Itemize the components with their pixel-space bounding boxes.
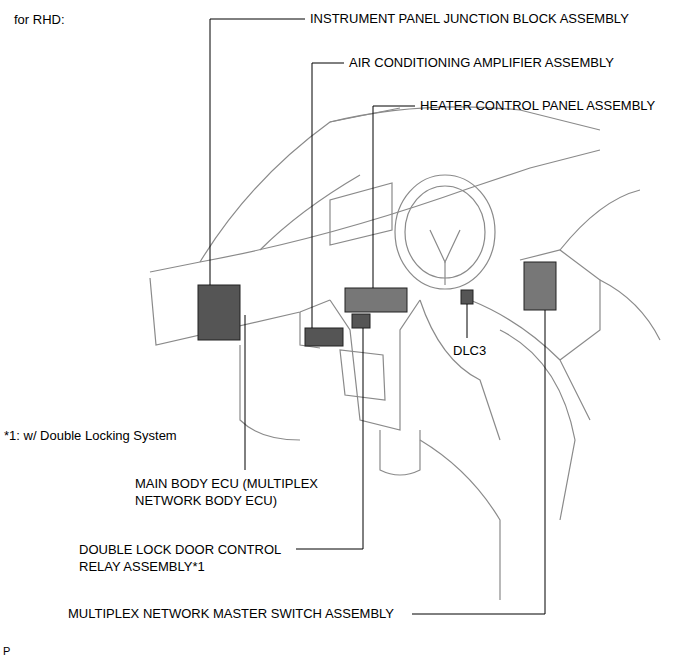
dlc3-connector (461, 290, 473, 304)
dashboard-sketch (150, 107, 660, 600)
part-name: INSTRUMENT PANEL JUNCTION BLOCK ASSEMBLY (310, 10, 629, 27)
component-blocks (198, 262, 556, 346)
leader-line (245, 315, 246, 470)
part-name: MULTIPLEX NETWORK MASTER SWITCH ASSEMBLY (68, 605, 394, 622)
heater-control-panel (345, 288, 407, 312)
leader-line (210, 19, 305, 285)
part-name: DLC3 (453, 342, 486, 359)
junction-block (198, 285, 240, 340)
master-switch (524, 262, 556, 310)
leader-line (412, 310, 545, 614)
page-mark: P (3, 643, 10, 660)
diagram-title: for RHD: (14, 11, 65, 28)
double-lock-relay (352, 314, 370, 328)
footnote: *1: w/ Double Locking System (4, 427, 177, 444)
leader-line (312, 63, 344, 328)
part-name: AIR CONDITIONING AMPLIFIER ASSEMBLY (349, 54, 614, 71)
part-name: DOUBLE LOCK DOOR CONTROL RELAY ASSEMBLY*… (79, 541, 294, 575)
part-name: MAIN BODY ECU (MULTIPLEX NETWORK BODY EC… (135, 475, 335, 509)
part-name: HEATER CONTROL PANEL ASSEMBLY (420, 97, 655, 114)
leader-line (467, 304, 468, 338)
leader-line (373, 106, 415, 288)
leader-line (296, 328, 363, 549)
ac-amplifier (305, 328, 343, 346)
